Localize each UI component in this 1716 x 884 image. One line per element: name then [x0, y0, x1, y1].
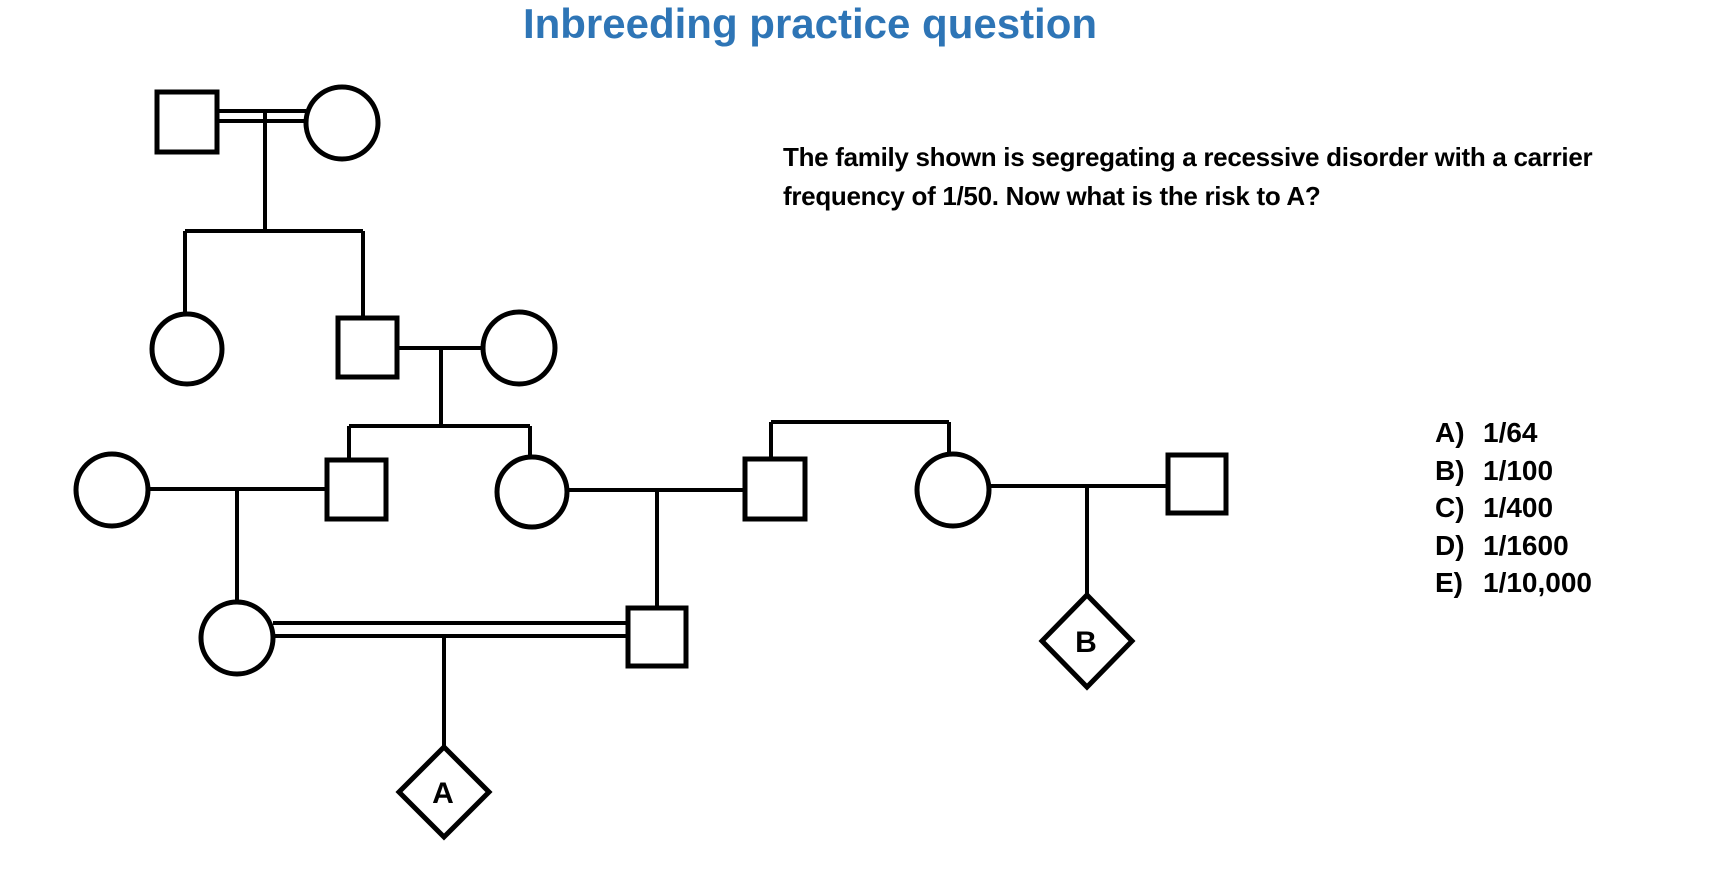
- option-d: D) 1/1600: [1435, 527, 1592, 565]
- option-c-label: C): [1435, 492, 1465, 523]
- option-d-value: 1/1600: [1483, 529, 1569, 561]
- option-a-label: A): [1435, 417, 1465, 448]
- gen4-cousin-female-circle: [198, 599, 276, 677]
- option-e: E) 1/10,000: [1435, 564, 1592, 602]
- gen4-cousin-male-square: [625, 605, 689, 669]
- option-b-value: 1/100: [1483, 454, 1554, 486]
- option-a: A) 1/64: [1435, 414, 1592, 452]
- gen3-son-square: [324, 457, 389, 522]
- gen1-mother-circle: [303, 84, 381, 162]
- page-title: Inbreeding practice question: [522, 0, 1098, 47]
- option-e-label: E): [1435, 567, 1463, 598]
- proband-b-label: B: [1075, 626, 1097, 659]
- question-text: The family shown is segregating a recess…: [783, 138, 1593, 216]
- rightfamily-husband-square: [1165, 452, 1229, 516]
- option-c-value: 1/400: [1483, 492, 1554, 523]
- rightfamily-brother-square: [742, 456, 808, 522]
- answer-options: A) 1/64 B) 1/100 C) 1/400 D) 1/1600 E) 1…: [1435, 414, 1592, 602]
- question-line-1: The family shown is segregating a recess…: [783, 142, 1593, 172]
- rightfamily-sister-circle: [914, 451, 992, 529]
- question-line-2: frequency of 1/50. Now what is the risk …: [783, 181, 1321, 211]
- gen2-son-square: [335, 315, 400, 380]
- gen3-unrelated-wife-circle: [73, 451, 151, 529]
- gen3-daughter-circle: [494, 454, 570, 530]
- option-c: C) 1/400: [1435, 489, 1592, 527]
- proband-b-diamond: [1038, 591, 1136, 691]
- option-e-value: 1/10,000: [1483, 567, 1592, 598]
- option-a-value: 1/64: [1483, 417, 1538, 448]
- option-b-label: B): [1435, 454, 1465, 486]
- proband-a-diamond: [395, 743, 493, 841]
- gen2-wife-circle: [480, 309, 558, 387]
- option-b: B) 1/100: [1435, 452, 1592, 490]
- gen1-father-square: [154, 89, 220, 155]
- gen2-daughter-circle: [149, 311, 225, 387]
- proband-a-label: A: [432, 777, 454, 810]
- option-d-label: D): [1435, 529, 1465, 561]
